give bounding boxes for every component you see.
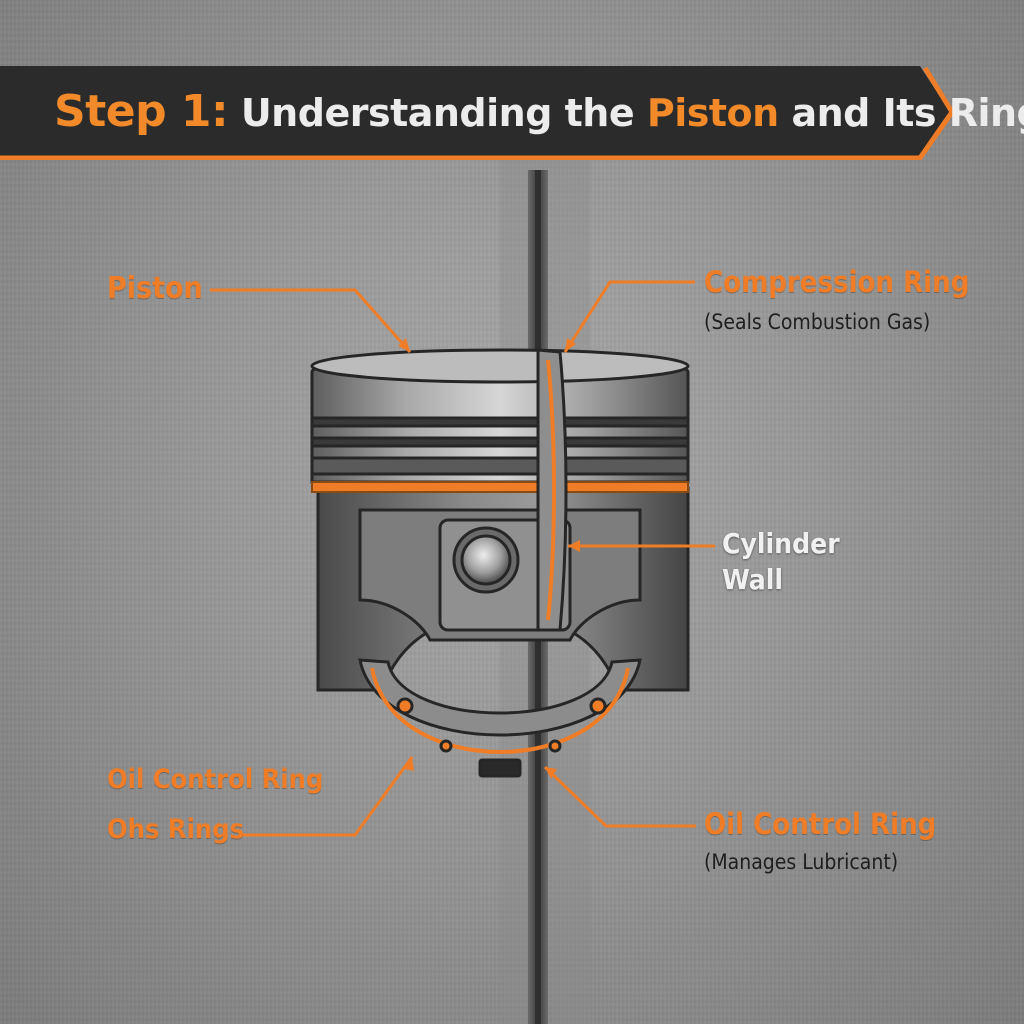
title-part-3: and Its Rings (791, 91, 1024, 135)
leader-compression-ring (563, 280, 695, 353)
leader-lines (210, 280, 715, 837)
title-part-1: Understanding the (240, 91, 635, 135)
label-cylinder-wall-line2: Wall (722, 563, 784, 596)
arrowheads (398, 338, 580, 779)
label-compression-ring-sub: (Seals Combustion Gas) (704, 310, 931, 334)
leader-oil-ring-right (543, 765, 696, 828)
label-oil-control-ring-right-sub: (Manages Lubricant) (704, 850, 899, 874)
compression-ring-cutaway (536, 348, 568, 632)
label-piston: Piston (107, 271, 203, 306)
title-step: Step 1: (54, 86, 229, 137)
label-compression-ring: Compression Ring (704, 265, 970, 299)
leader-piston (210, 288, 412, 353)
label-oil-control-ring-left: Oil Control Ring (107, 764, 324, 795)
arrow-oil-ring-right (545, 767, 557, 779)
label-oil-control-ring-right: Oil Control Ring (704, 807, 937, 841)
title-part-2: Piston (646, 91, 779, 135)
arrow-compression-ring (565, 338, 576, 352)
arrow-piston (398, 338, 410, 352)
title-banner (0, 66, 960, 160)
page-title: Step 1: Understanding the Piston and Its… (54, 80, 1024, 144)
label-cylinder-wall-line1: Cylinder (722, 527, 840, 560)
label-ohs-rings: Ohs Rings (107, 814, 245, 845)
arrow-cylinder-wall (568, 540, 580, 552)
piston-body (310, 348, 690, 778)
arrow-oil-ring-left (404, 757, 414, 771)
leader-oil-ring-left (240, 756, 414, 837)
